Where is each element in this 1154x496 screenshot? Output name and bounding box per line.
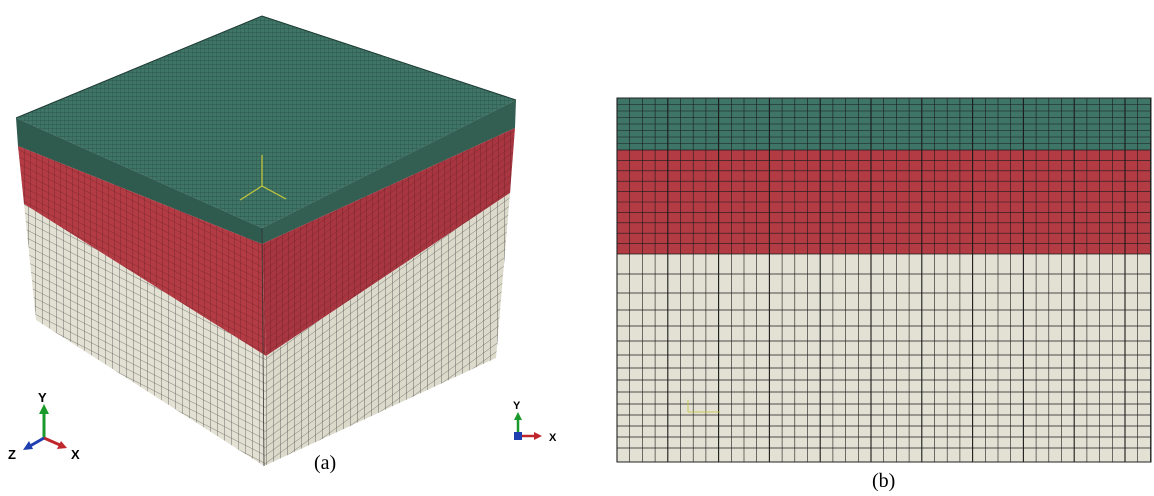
y-axis-label: Y <box>513 400 521 412</box>
z-axis-label: Z <box>8 447 16 462</box>
x-axis-label: X <box>549 432 557 444</box>
x-axis-arrow <box>43 436 61 447</box>
panel-a-caption: (a) <box>314 452 337 474</box>
top-layer-left-face <box>16 118 262 244</box>
panel-b-caption: (b) <box>872 470 896 492</box>
panel-b-mesh-lines <box>616 97 1151 463</box>
panel-b-axis-triad: Y X <box>513 400 557 444</box>
csys-glyph <box>687 400 720 413</box>
panel-a-axis-triad: Y Z X <box>8 390 80 462</box>
top-layer-right-face <box>262 100 516 244</box>
z-axis-arrow <box>29 436 45 448</box>
y-axis-label: Y <box>38 390 47 405</box>
csys-glyph <box>239 155 287 201</box>
x-axis-label: X <box>71 447 80 462</box>
panel-b-section <box>616 97 1152 463</box>
panel-a-block <box>15 15 517 467</box>
